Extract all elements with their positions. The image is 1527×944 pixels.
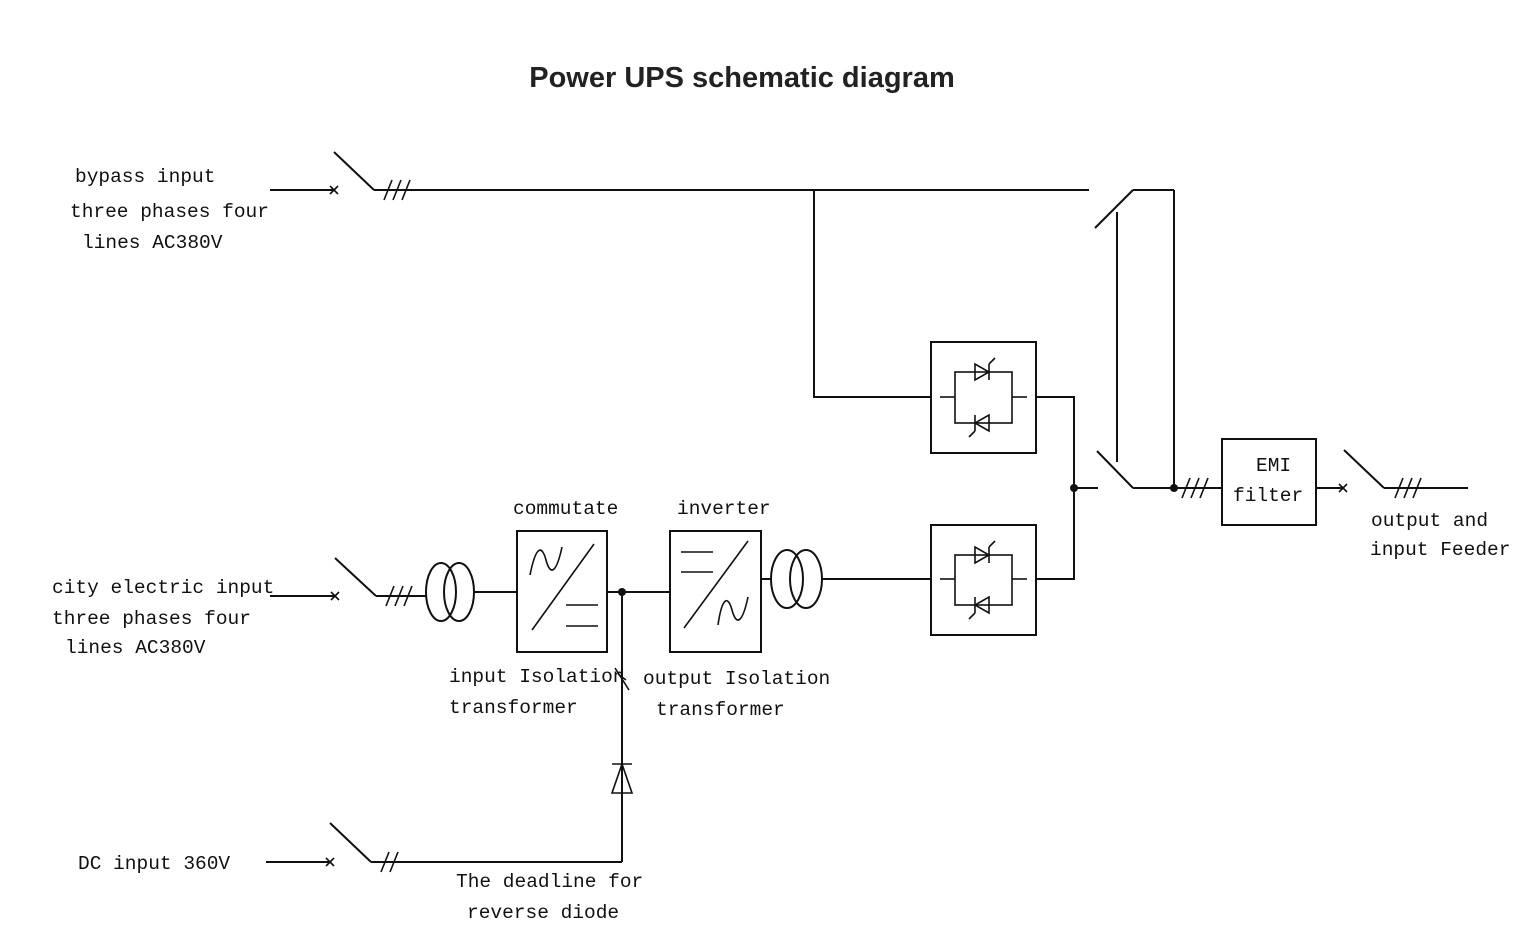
svg-text:reverse diode: reverse diode [467, 902, 619, 924]
svg-text:lines AC380V: lines AC380V [65, 637, 206, 659]
svg-text:filter: filter [1233, 485, 1303, 507]
inverter-box [669, 530, 762, 653]
svg-text:input Isolation: input Isolation [449, 666, 625, 688]
city-input-switch [270, 557, 426, 607]
page-title: Power UPS schematic diagram [529, 62, 955, 94]
upper-switch-out-wire [1036, 396, 1075, 580]
output-feeder-switch [1316, 449, 1468, 499]
svg-text:lines AC380V: lines AC380V [82, 232, 223, 254]
bypass-static-switch [930, 341, 1037, 454]
output-transformer-coil [761, 549, 931, 609]
reverse-diode [610, 761, 634, 794]
inverter-label: inverter [677, 498, 771, 520]
dc-input-label: DC input 360V [78, 853, 230, 875]
svg-text:bypass input: bypass input [75, 166, 215, 188]
dc-input-switch [266, 822, 622, 873]
dc-bus-breaker [614, 592, 630, 862]
svg-text:transformer: transformer [656, 699, 785, 721]
svg-text:three phases four: three phases four [70, 201, 269, 223]
bypass-input-switch [270, 151, 1089, 201]
svg-text:output and: output and [1371, 510, 1488, 532]
svg-text:city electric input: city electric input [52, 577, 274, 599]
svg-text:EMI: EMI [1256, 455, 1291, 477]
city-input-label: city electric input three phases four li… [52, 577, 274, 659]
deadline-label: The deadline for reverse diode [456, 871, 643, 924]
commutate-label: commutate [513, 498, 618, 520]
bypass-input-label: bypass input three phases four lines AC3… [70, 166, 269, 254]
svg-text:three phases four: three phases four [52, 608, 251, 630]
svg-text:input Feeder: input Feeder [1370, 539, 1510, 561]
input-transformer-label: input Isolation transformer [449, 666, 625, 719]
bypass-to-switch-wire [813, 190, 931, 398]
input-transformer-coil [425, 562, 475, 622]
emi-filter-box [1221, 438, 1317, 526]
transfer-junction [1070, 484, 1098, 492]
svg-text:output Isolation: output Isolation [643, 668, 830, 690]
inverter-static-switch [930, 524, 1037, 636]
rectifier-box [516, 530, 608, 653]
emi-filter-label: EMI filter [1233, 455, 1303, 507]
svg-text:transformer: transformer [449, 697, 578, 719]
output-feeder-label: output and input Feeder [1370, 510, 1510, 561]
maintenance-bypass-switch [1094, 189, 1222, 499]
output-transformer-label: output Isolation transformer [643, 668, 830, 721]
svg-text:The deadline for: The deadline for [456, 871, 643, 893]
